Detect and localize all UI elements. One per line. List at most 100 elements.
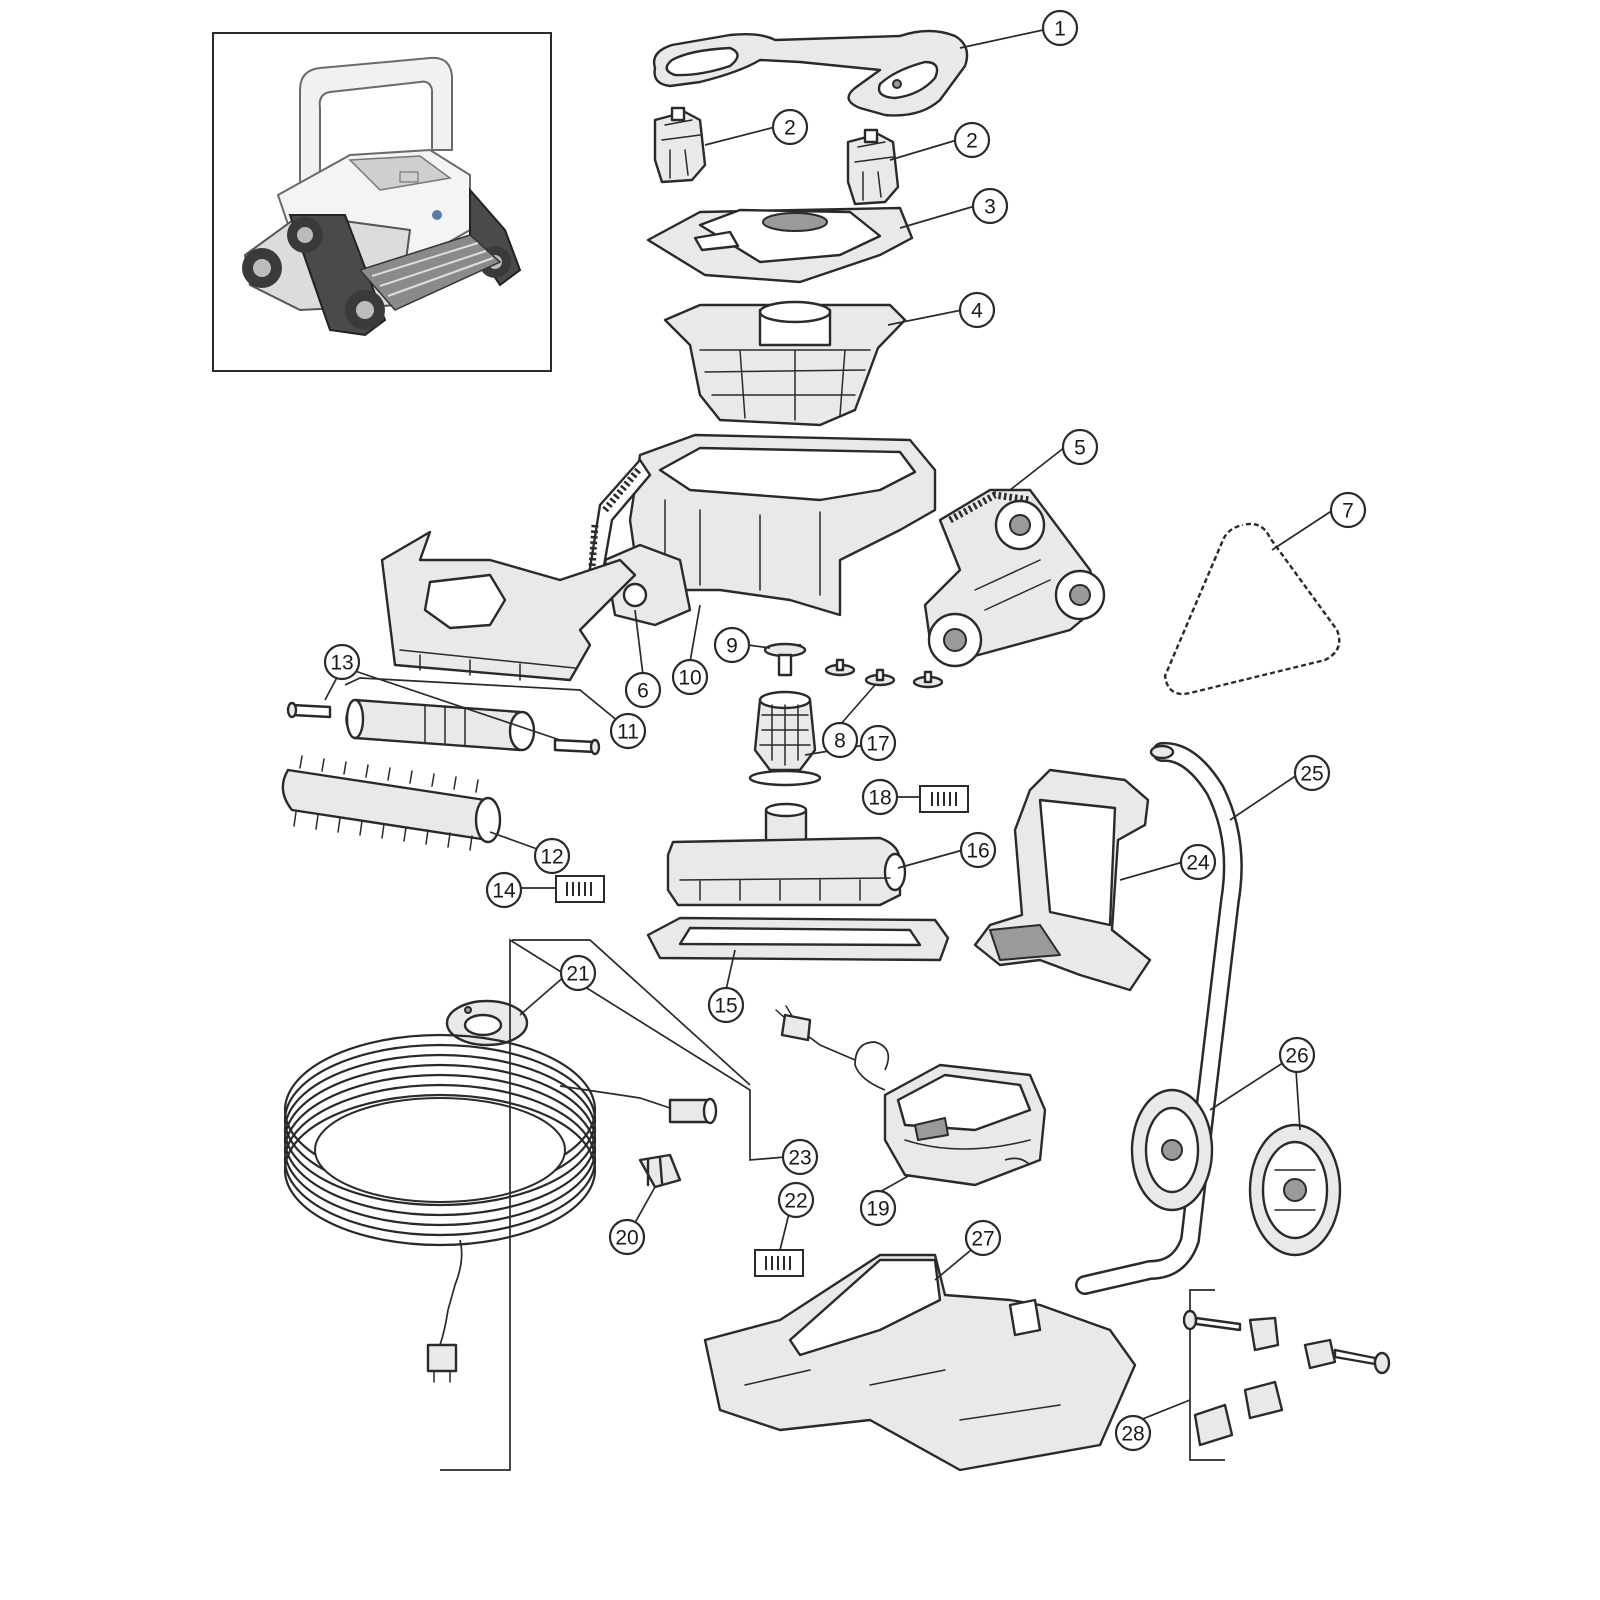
caddy-frame-part (1075, 741, 1243, 1295)
callout-circle (1114, 1414, 1152, 1452)
caddy-base-part (703, 1253, 1137, 1472)
floating-cable-part (283, 1033, 718, 1383)
base-plate-part (646, 916, 950, 962)
callout-number: 3 (984, 196, 996, 219)
callout-number: 7 (1342, 500, 1354, 523)
callout-number: 9 (726, 635, 738, 658)
callout-3: 3 (971, 187, 1009, 225)
callout-circle (608, 1218, 646, 1256)
impeller-part (763, 642, 807, 677)
callout-26: 26 (1278, 1036, 1316, 1074)
callout-number: 26 (1285, 1045, 1308, 1068)
package-icon-18 (919, 785, 969, 813)
caddy-wheels-part (1130, 1088, 1342, 1257)
callout-circle (323, 643, 361, 681)
callout-number: 11 (617, 721, 639, 744)
callout-circle (609, 712, 647, 750)
side-track-assembly-part (923, 488, 1106, 668)
callout-circle (971, 187, 1009, 225)
callout-bubbles: 1223456789101112131415161718192021222324… (323, 9, 1367, 1452)
callout-5: 5 (1061, 428, 1099, 466)
callout-20: 20 (608, 1218, 646, 1256)
leader-lines (324, 29, 1334, 1471)
callout-circle (485, 871, 523, 909)
callout-12: 12 (533, 837, 571, 875)
chassis-body-part (583, 433, 937, 617)
callout-2a: 2 (771, 108, 809, 146)
motor-block-part (666, 802, 907, 907)
callout-28: 28 (1114, 1414, 1152, 1452)
callout-7: 7 (1329, 491, 1367, 529)
callout-number: 15 (714, 995, 737, 1018)
callout-number: 2 (784, 117, 796, 140)
top-cover-part (646, 206, 914, 284)
callout-number: 16 (966, 840, 989, 863)
callout-circle (1329, 491, 1367, 529)
callout-24: 24 (1179, 843, 1217, 881)
callout-6: 6 (624, 671, 662, 709)
callout-circle (559, 954, 597, 992)
callout-22: 22 (777, 1181, 815, 1219)
callout-circle (953, 121, 991, 159)
power-supply-part (775, 1005, 1047, 1187)
callout-circle (1061, 428, 1099, 466)
callout-27: 27 (964, 1219, 1002, 1257)
callout-number: 28 (1121, 1423, 1144, 1446)
callout-1: 1 (1041, 9, 1079, 47)
callout-21: 21 (559, 954, 597, 992)
callout-number: 10 (678, 667, 701, 690)
callout-circle (777, 1181, 815, 1219)
handle-clip-left (653, 106, 707, 184)
callout-circle (1041, 9, 1079, 47)
callout-number: 12 (540, 846, 563, 869)
callout-number: 4 (971, 300, 983, 323)
callout-circle (958, 291, 996, 329)
handle-clip-right (846, 128, 900, 206)
callout-number: 21 (566, 963, 589, 986)
hardware-kit-part (1182, 1289, 1391, 1461)
callout-circle (859, 1189, 897, 1227)
callout-circle (1179, 843, 1217, 881)
callout-circle (861, 778, 899, 816)
callout-number: 23 (788, 1147, 811, 1170)
spiked-brush-part (281, 755, 502, 851)
callout-circle (1278, 1036, 1316, 1074)
callout-circle (821, 721, 859, 759)
callout-circle (707, 986, 745, 1024)
callout-circle (671, 658, 709, 696)
brush-roller-part (286, 698, 601, 756)
filter-basket-part (663, 300, 907, 427)
assembled-cleaner-inset (212, 32, 552, 372)
callout-circle (964, 1219, 1002, 1257)
callout-17: 17 (859, 724, 897, 762)
swivel-part (638, 1153, 682, 1189)
callout-number: 27 (971, 1228, 994, 1251)
callout-circle (859, 724, 897, 762)
callout-number: 5 (1074, 437, 1086, 460)
caddy-handle-part (973, 768, 1152, 992)
callout-circle (533, 837, 571, 875)
callout-circle (1293, 754, 1331, 792)
callout-14: 14 (485, 871, 523, 909)
callout-10: 10 (671, 658, 709, 696)
callout-9: 9 (713, 626, 751, 664)
callout-number: 17 (866, 733, 889, 756)
callout-number: 2 (966, 130, 978, 153)
callout-16: 16 (959, 831, 997, 869)
callout-19: 19 (859, 1189, 897, 1227)
callout-13: 13 (323, 643, 361, 681)
callout-circle (713, 626, 751, 664)
callout-number: 24 (1186, 852, 1210, 875)
callout-25: 25 (1293, 754, 1331, 792)
front-bumper-part (380, 530, 637, 682)
callout-2b: 2 (953, 121, 991, 159)
callout-15: 15 (707, 986, 745, 1024)
callout-circle (624, 671, 662, 709)
callout-11: 11 (609, 712, 647, 750)
callout-number: 13 (330, 652, 353, 675)
motor-cover-part (748, 690, 822, 787)
callout-number: 6 (637, 680, 649, 703)
callout-18: 18 (861, 778, 899, 816)
callout-8: 8 (821, 721, 859, 759)
callout-4: 4 (958, 291, 996, 329)
